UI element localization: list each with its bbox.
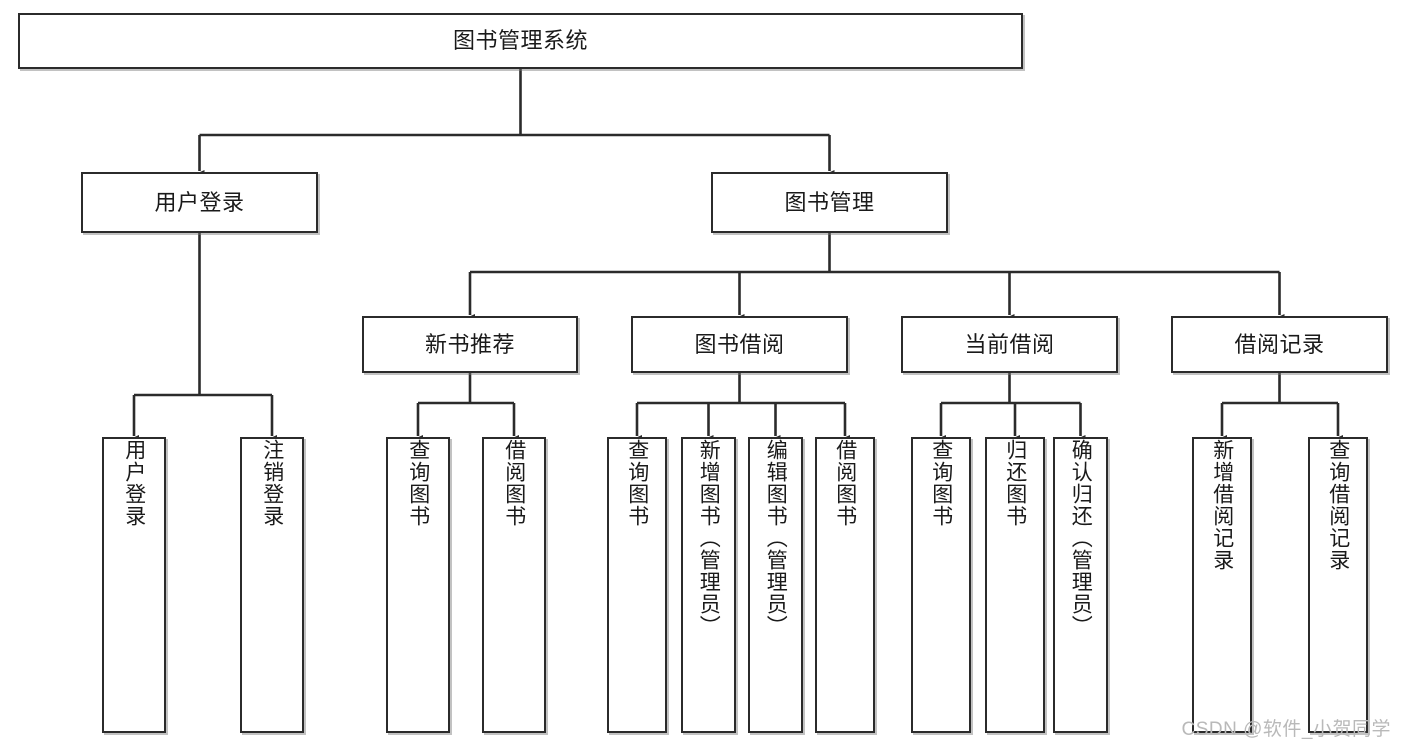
node-label: 确认归还（管理员）	[1069, 439, 1093, 637]
node-label: 新增图书（管理员）	[697, 439, 721, 637]
node-label: 查询图书	[406, 439, 430, 527]
node-label: 用户登录	[154, 189, 245, 215]
node-label: 注销登录	[260, 439, 284, 527]
node-label: 图书借阅	[694, 331, 785, 357]
node-label: 新增借阅记录	[1210, 439, 1234, 571]
leaf-add-borrowing-record[interactable]: 新增借阅记录	[1192, 437, 1252, 733]
node-borrowing-records[interactable]: 借阅记录	[1171, 316, 1388, 373]
node-label: 图书管理	[784, 189, 875, 215]
node-label: 查询图书	[929, 439, 953, 527]
node-new-book-recommendation[interactable]: 新书推荐	[362, 316, 578, 373]
node-current-borrowing[interactable]: 当前借阅	[901, 316, 1118, 373]
node-user-login[interactable]: 用户登录	[81, 172, 318, 233]
leaf-query-borrowing-record[interactable]: 查询借阅记录	[1308, 437, 1368, 733]
leaf-add-book-admin[interactable]: 新增图书（管理员）	[681, 437, 736, 733]
leaf-return-book[interactable]: 归还图书	[985, 437, 1045, 733]
node-book-management[interactable]: 图书管理	[711, 172, 948, 233]
leaf-query-book-borrowing[interactable]: 查询图书	[607, 437, 667, 733]
node-book-borrowing[interactable]: 图书借阅	[631, 316, 848, 373]
leaf-borrow-book-recommendation[interactable]: 借阅图书	[482, 437, 546, 733]
node-label: 借阅记录	[1234, 331, 1325, 357]
leaf-confirm-return-admin[interactable]: 确认归还（管理员）	[1053, 437, 1108, 733]
node-label: 新书推荐	[424, 331, 515, 357]
node-root-book-management-system[interactable]: 图书管理系统	[18, 13, 1023, 69]
node-label: 用户登录	[122, 439, 146, 527]
node-label: 查询图书	[625, 439, 649, 527]
leaf-query-book-current[interactable]: 查询图书	[911, 437, 971, 733]
node-label: 借阅图书	[502, 439, 526, 527]
watermark: CSDN @软件_小贺同学	[1181, 719, 1391, 740]
node-label: 图书管理系统	[452, 28, 588, 54]
leaf-logout[interactable]: 注销登录	[240, 437, 304, 733]
leaf-user-login[interactable]: 用户登录	[102, 437, 166, 733]
leaf-borrow-book[interactable]: 借阅图书	[815, 437, 875, 733]
node-label: 借阅图书	[833, 439, 857, 527]
node-label: 编辑图书（管理员）	[764, 439, 788, 637]
node-label: 归还图书	[1003, 439, 1027, 527]
leaf-query-book-recommendation[interactable]: 查询图书	[386, 437, 450, 733]
leaf-edit-book-admin[interactable]: 编辑图书（管理员）	[748, 437, 803, 733]
node-label: 当前借阅	[964, 331, 1055, 357]
node-label: 查询借阅记录	[1326, 439, 1350, 571]
